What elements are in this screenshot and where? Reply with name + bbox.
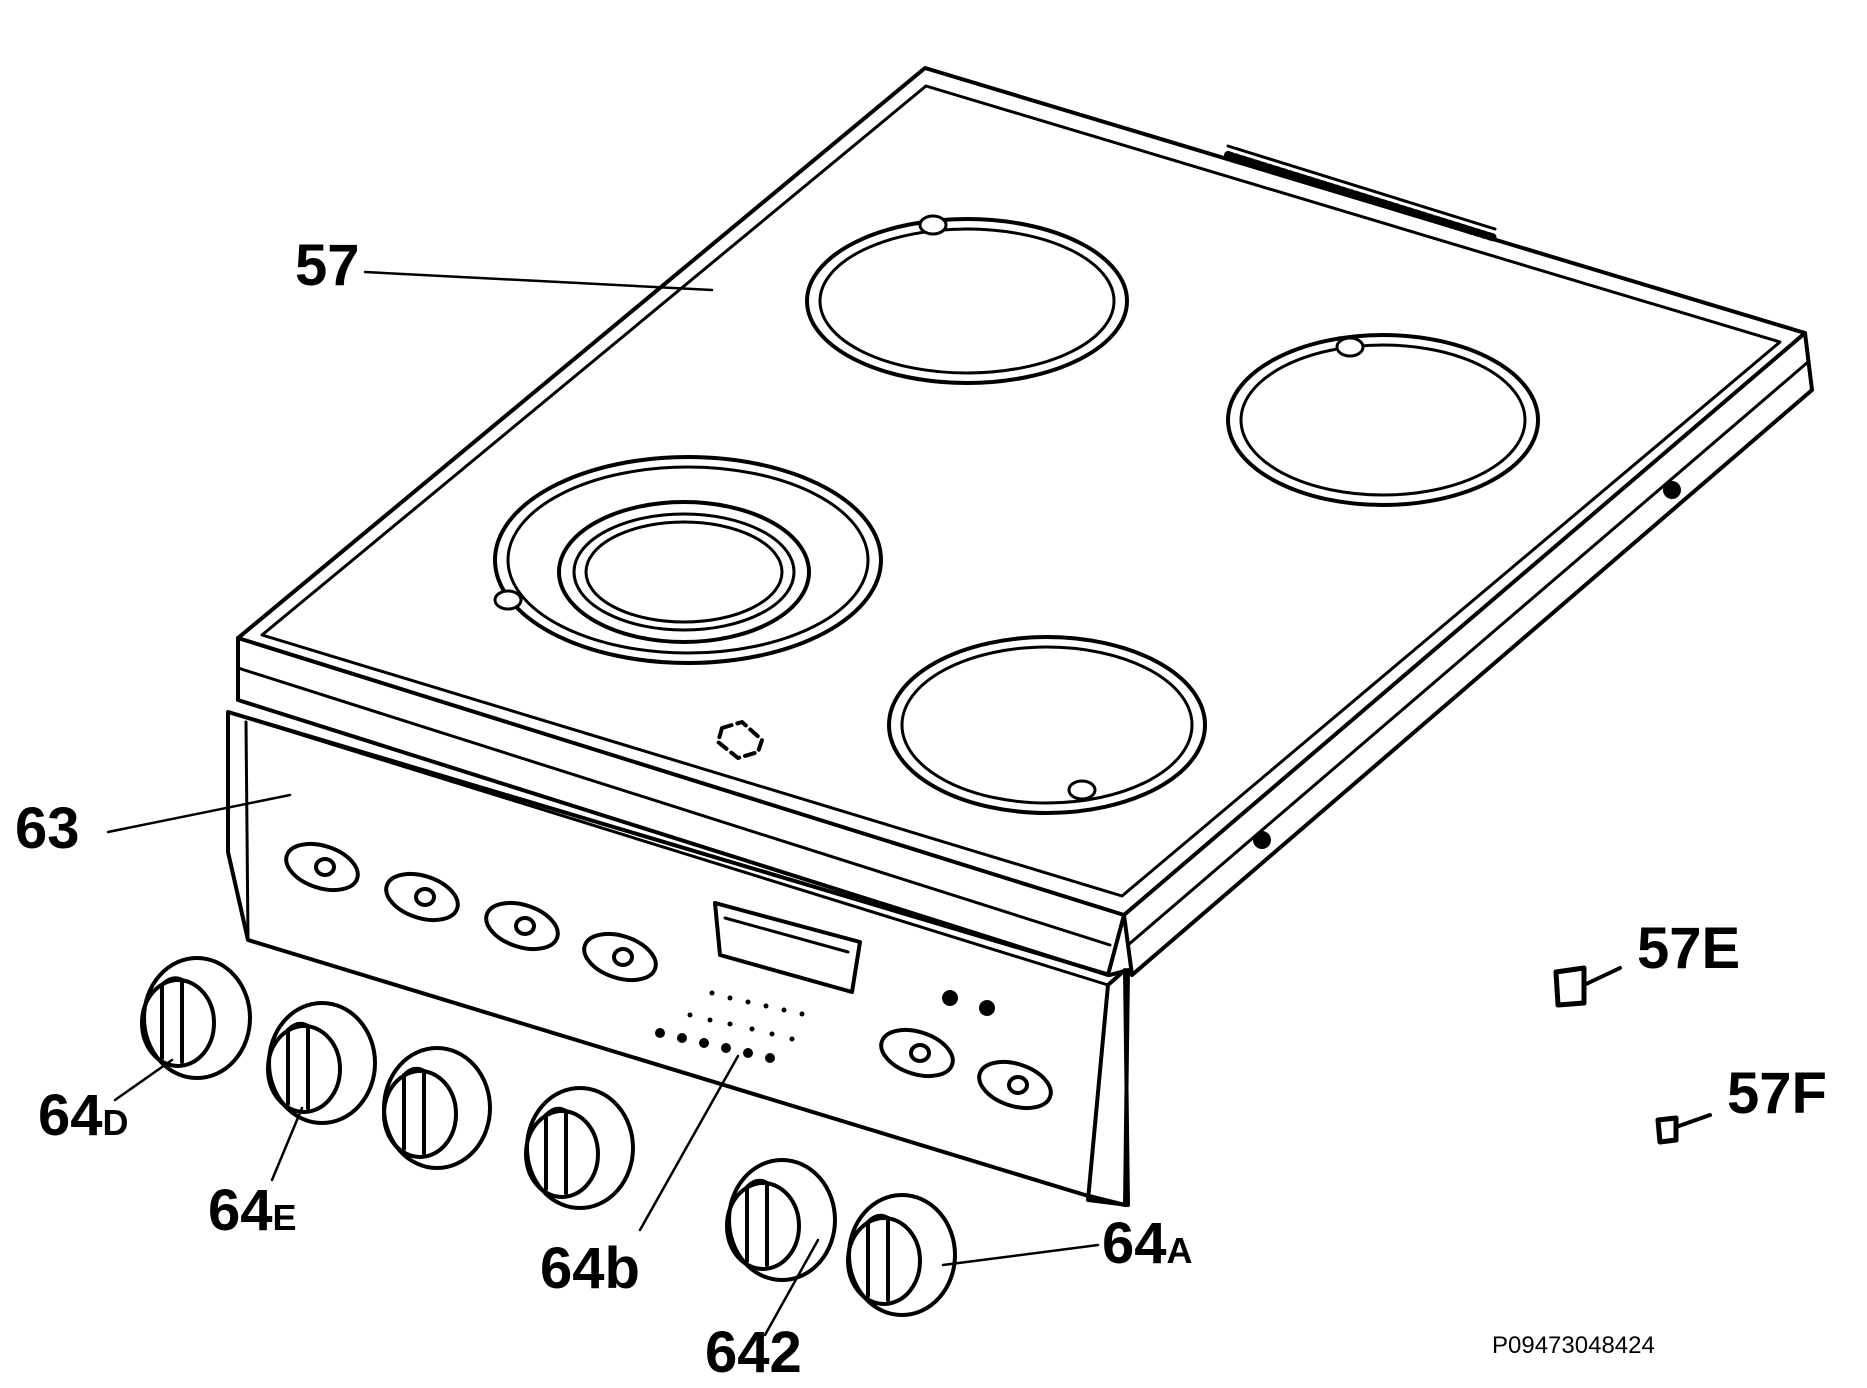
screw-hole	[1663, 481, 1681, 499]
cooking-zone-front-left-dual	[493, 455, 883, 665]
screw-hole	[1253, 831, 1271, 849]
knob-boss-5	[879, 1027, 955, 1079]
leader-lines	[106, 270, 1100, 1337]
panel-symbols	[655, 990, 805, 1063]
knob-boss-2	[384, 871, 460, 923]
callout-64a: 64A	[1102, 1211, 1193, 1276]
knob-4	[524, 1086, 635, 1210]
residual-heat-marker	[716, 720, 764, 760]
cooking-zone-front-right	[887, 635, 1207, 815]
indicator-lamp	[979, 1000, 995, 1016]
display-window	[713, 901, 862, 994]
part-57e	[1553, 965, 1622, 1008]
callout-63: 63	[15, 796, 80, 861]
callout-64d: 64D	[38, 1083, 129, 1148]
part-57f	[1655, 1113, 1712, 1145]
callout-57: 57	[295, 233, 360, 298]
control-panel	[226, 710, 1130, 1207]
knob-boss-3	[484, 900, 560, 952]
indicator-lamp	[942, 990, 958, 1006]
callout-57f: 57F	[1727, 1061, 1827, 1126]
cooktop-glass-top	[236, 66, 1814, 977]
callout-64e: 64E	[208, 1178, 297, 1243]
knob-2	[266, 1001, 377, 1125]
cooking-zone-rear-left	[805, 214, 1129, 385]
callout-57e: 57E	[1637, 916, 1740, 981]
callout-64b: 64b	[540, 1236, 640, 1301]
vent-slots	[1224, 144, 1499, 242]
knob-5	[725, 1158, 837, 1282]
callout-642: 642	[705, 1320, 802, 1385]
reference-code: P09473048424	[1492, 1332, 1655, 1359]
cooking-zone-rear-right	[1226, 333, 1540, 507]
knob-3	[382, 1046, 492, 1170]
knob-6	[846, 1193, 957, 1317]
knob-boss-1	[284, 841, 360, 893]
knob-1	[140, 956, 252, 1080]
knob-boss-4	[582, 931, 658, 983]
knob-boss-6	[977, 1059, 1053, 1111]
